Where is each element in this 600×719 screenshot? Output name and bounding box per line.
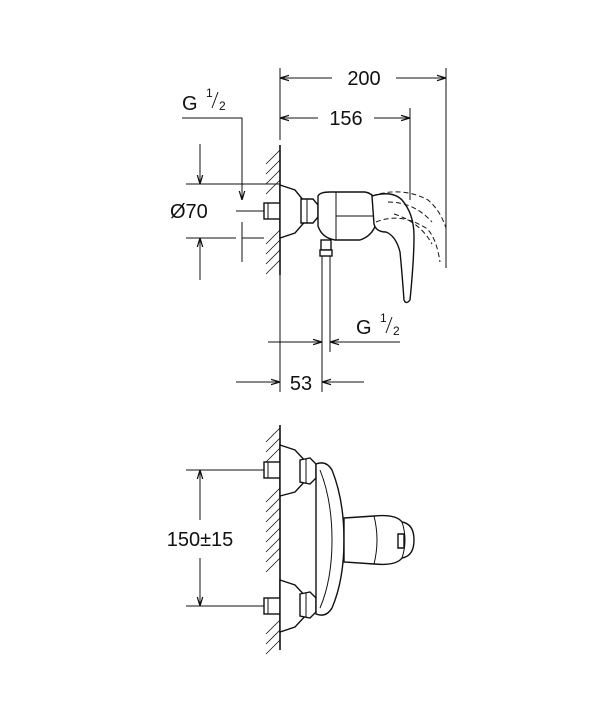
outlet-thread-den: 2 — [393, 324, 400, 338]
dim-outlet-thread: G 1 2 — [268, 311, 400, 342]
lower-inlet-connector — [263, 579, 317, 633]
wall-hatching-front — [265, 425, 281, 655]
dim-156: 156 — [280, 108, 411, 200]
dim-150: 150±15 — [167, 469, 264, 607]
dim-53: 53 — [236, 373, 364, 395]
svg-text:G: G — [182, 93, 198, 115]
lever-handle-front — [343, 514, 415, 566]
inlet-connector-side — [263, 184, 319, 239]
dim-diameter-label: Ø70 — [170, 201, 208, 223]
outlet-pipe-lines — [279, 256, 331, 392]
dim-150-label: 150±15 — [167, 529, 234, 551]
dim-156-label: 156 — [329, 108, 362, 130]
inlet-thread-num: 1 — [206, 86, 213, 100]
dim-diameter: Ø70 — [170, 144, 280, 280]
outlet-thread-g: G — [356, 317, 372, 339]
dim-200-label: 200 — [347, 68, 380, 90]
front-view: 150±15 — [167, 425, 415, 655]
dim-inlet-thread: G 1 2 — [182, 86, 264, 262]
mixer-body-front — [315, 462, 345, 616]
outlet-thread-num: 1 — [380, 311, 387, 325]
inlet-thread-den: 2 — [219, 99, 226, 113]
mixer-body-side — [317, 191, 377, 257]
dim-53-label: 53 — [290, 373, 312, 395]
svg-text:G: G — [356, 317, 372, 339]
upper-inlet-connector — [263, 444, 317, 497]
side-view: 200 156 G 1 2 Ø70 — [170, 68, 447, 395]
dim-200: 200 — [279, 68, 447, 268]
lever-handle-side — [371, 191, 447, 304]
inlet-thread-g: G — [182, 93, 198, 115]
